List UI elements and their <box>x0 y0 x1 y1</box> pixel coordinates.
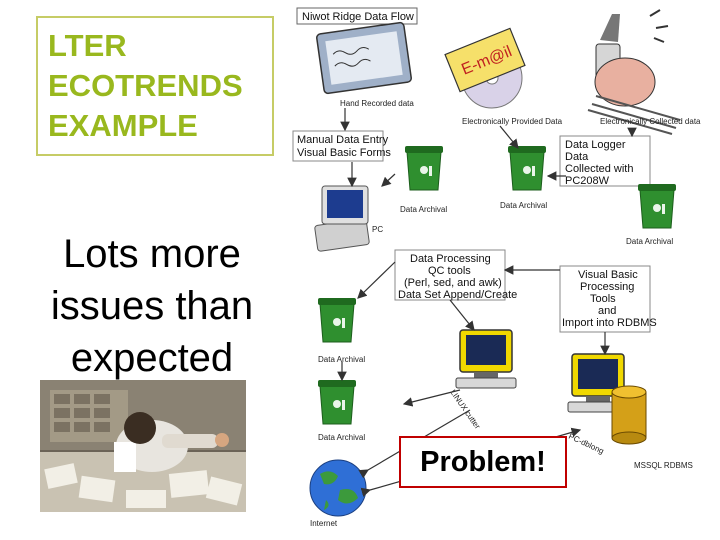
linux-computer-icon <box>456 330 516 388</box>
archive-bin-2 <box>508 146 546 190</box>
processing-line-2: QC tools <box>428 265 471 277</box>
data-logger-line-3: Collected with <box>565 163 633 175</box>
data-logger-line-4: PC208W <box>565 175 610 187</box>
electronic-provided-label: Electronically Provided Data <box>462 117 563 126</box>
vb-line-3: Tools <box>590 293 616 305</box>
archive-bin-4 <box>318 298 356 342</box>
archive-bin-5 <box>318 380 356 424</box>
arrow-archive-to-pc <box>382 174 395 186</box>
mssql-label: MSSQL RDBMS <box>634 461 693 470</box>
linux-label: LINUX cutter <box>448 388 482 431</box>
vb-line-1: Visual Basic <box>578 269 638 281</box>
archive-label-5: Data Archival <box>318 433 365 442</box>
pcdb-label: PC-dblong <box>567 432 605 456</box>
arrow-processing-to-archive <box>358 262 395 298</box>
arrow-email-to-archive <box>500 126 518 148</box>
vb-line-2: Processing <box>580 281 634 293</box>
processing-line-1: Data Processing <box>410 253 491 265</box>
diagram-header: Niwot Ridge Data Flow <box>302 11 414 23</box>
electronic-collected-label: Electronically Collected data <box>600 117 701 126</box>
archive-label-3: Data Archival <box>626 237 673 246</box>
data-logger-line-1: Data Logger <box>565 139 626 151</box>
vb-line-4: and <box>598 305 616 317</box>
processing-line-4: Data Set Append/Create <box>398 289 517 301</box>
hand-data-logger-icon <box>588 10 680 134</box>
vb-line-5: Import into RDBMS <box>562 317 657 329</box>
problem-callout: Problem! <box>399 436 567 488</box>
archive-bin-3 <box>638 184 676 228</box>
data-logger-line-2: Data <box>565 151 589 163</box>
internet-globe-icon <box>310 460 366 516</box>
pc-computer-icon <box>314 186 369 251</box>
clipboard-icon <box>316 22 411 94</box>
arrow-processing-to-linux <box>450 300 474 330</box>
hand-recorded-label: Hand Recorded data <box>340 99 414 108</box>
archive-bin-1 <box>405 146 443 190</box>
archive-label-2: Data Archival <box>500 201 547 210</box>
manual-entry-line-1: Manual Data Entry <box>297 134 389 146</box>
pc-label: PC <box>372 225 383 234</box>
manual-entry-line-2: Visual Basic Forms <box>297 147 391 159</box>
processing-line-3: (Perl, sed, and awk) <box>404 277 502 289</box>
database-cylinder-icon <box>612 386 646 444</box>
internet-label: Internet <box>310 519 338 528</box>
archive-label-1: Data Archival <box>400 205 447 214</box>
